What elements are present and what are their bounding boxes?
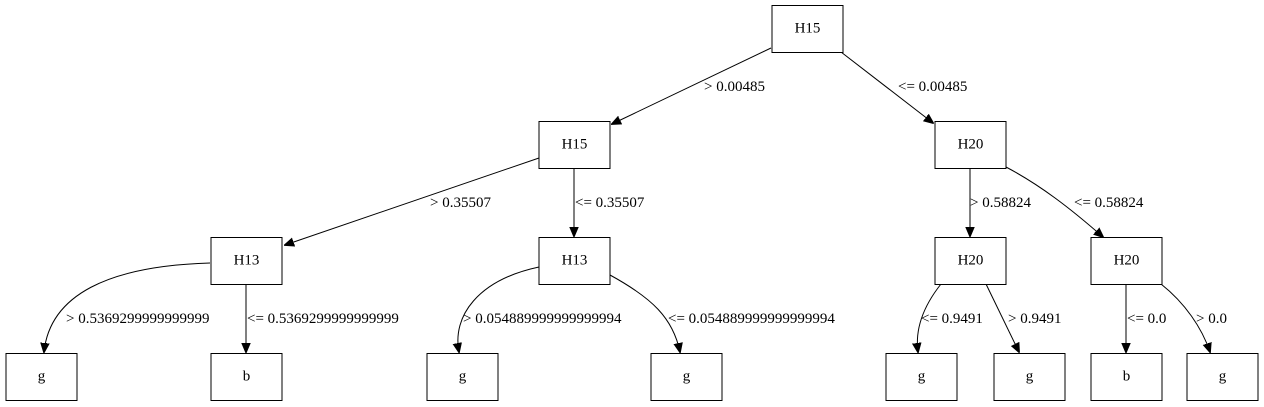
leaf-label: g bbox=[683, 368, 691, 384]
decision-node-root: H15 bbox=[771, 5, 844, 53]
edge-n4-n9: > 0.054889999999999994 bbox=[458, 266, 622, 352]
tree-edges: > 0.00485 <= 0.00485 > 0.35507 <= 0.3550… bbox=[44, 47, 1227, 352]
edge-line bbox=[1160, 283, 1210, 352]
decision-node: H15 bbox=[538, 121, 611, 169]
leaf-label: b bbox=[1123, 368, 1131, 384]
decision-node: H13 bbox=[210, 237, 283, 285]
edge-n0-n2: <= 0.00485 bbox=[840, 51, 967, 123]
edge-line bbox=[458, 266, 540, 352]
edge-n5-n12: > 0.9491 bbox=[985, 283, 1061, 352]
decision-node: H20 bbox=[934, 237, 1007, 285]
node-label: H20 bbox=[958, 136, 984, 152]
leaf-node: g bbox=[885, 353, 958, 401]
leaf-label: g bbox=[459, 368, 467, 384]
node-label: H20 bbox=[958, 252, 984, 268]
edge-label: <= 0.58824 bbox=[1074, 195, 1144, 211]
decision-node: H20 bbox=[934, 121, 1007, 169]
leaf-label: g bbox=[1026, 368, 1034, 384]
edge-label: <= 0.00485 bbox=[898, 79, 967, 95]
leaf-node: g bbox=[5, 353, 78, 401]
edge-n4-n10: <= 0.054889999999999994 bbox=[609, 274, 835, 352]
edge-n1-n3: > 0.35507 bbox=[285, 157, 540, 245]
node-label: H15 bbox=[795, 20, 821, 36]
leaf-node: g bbox=[650, 353, 723, 401]
edge-line bbox=[985, 283, 1019, 352]
leaf-node: g bbox=[426, 353, 499, 401]
edge-label: > 0.054889999999999994 bbox=[463, 311, 622, 327]
leaf-label: g bbox=[918, 368, 926, 384]
edge-n2-n5: > 0.58824 bbox=[970, 168, 1031, 236]
edge-n3-n8: <= 0.5369299999999999 bbox=[246, 284, 399, 352]
edge-line bbox=[612, 47, 772, 124]
edge-label: > 0.9491 bbox=[1008, 311, 1061, 327]
leaf-node: b bbox=[1090, 353, 1163, 401]
edge-label: > 0.5369299999999999 bbox=[66, 311, 209, 327]
leaf-node: g bbox=[1186, 353, 1259, 401]
edge-line bbox=[1005, 166, 1103, 237]
node-label: H15 bbox=[562, 136, 588, 152]
edge-line bbox=[917, 283, 942, 352]
node-label: H20 bbox=[1114, 252, 1140, 268]
tree-nodes: H15 H15 H20 H13 H13 H20 H20 g bbox=[5, 5, 1259, 401]
edge-n2-n6: <= 0.58824 bbox=[1005, 166, 1144, 237]
edge-n6-n14: > 0.0 bbox=[1160, 283, 1227, 352]
decision-node: H20 bbox=[1090, 237, 1163, 285]
edge-line bbox=[285, 157, 540, 245]
leaf-node: g bbox=[993, 353, 1066, 401]
edge-n5-n11: <= 0.9491 bbox=[917, 283, 983, 352]
edge-label: <= 0.5369299999999999 bbox=[247, 311, 399, 327]
edge-label: > 0.00485 bbox=[704, 79, 765, 95]
leaf-label: g bbox=[38, 368, 46, 384]
edge-line bbox=[609, 274, 680, 352]
edge-label: <= 0.0 bbox=[1127, 311, 1166, 327]
leaf-label: g bbox=[1219, 368, 1227, 384]
node-label: H13 bbox=[562, 252, 588, 268]
edge-label: > 0.58824 bbox=[970, 195, 1031, 211]
edge-n6-n13: <= 0.0 bbox=[1126, 284, 1166, 352]
node-label: H13 bbox=[234, 252, 260, 268]
decision-node: H13 bbox=[538, 237, 611, 285]
edge-n1-n4: <= 0.35507 bbox=[574, 168, 645, 236]
edge-label: > 0.35507 bbox=[430, 195, 491, 211]
leaf-node: b bbox=[210, 353, 283, 401]
edge-label: <= 0.9491 bbox=[921, 311, 983, 327]
edge-line bbox=[840, 51, 933, 123]
edge-label: <= 0.35507 bbox=[575, 195, 645, 211]
leaf-label: b bbox=[243, 368, 251, 384]
edge-n0-n1: > 0.00485 bbox=[612, 47, 772, 124]
edge-label: > 0.0 bbox=[1196, 311, 1227, 327]
edge-label: <= 0.054889999999999994 bbox=[668, 311, 835, 327]
edge-n3-n7: > 0.5369299999999999 bbox=[44, 262, 211, 352]
edge-line bbox=[44, 262, 211, 352]
